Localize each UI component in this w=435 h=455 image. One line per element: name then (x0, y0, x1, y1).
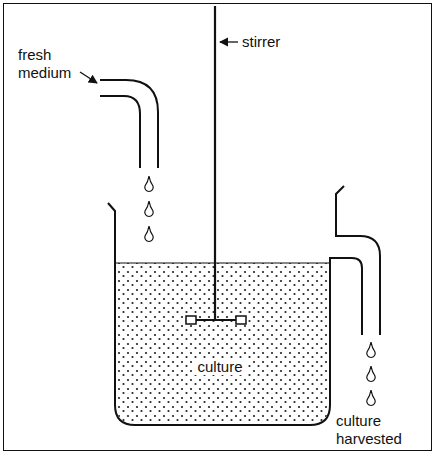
label: culture harvested (336, 412, 418, 448)
frame (4, 4, 432, 451)
label-text: culture (194, 358, 245, 375)
label-text: culture harvested (336, 412, 402, 447)
leader-arrow (80, 72, 97, 83)
label: stirrer (242, 33, 322, 51)
label: fresh medium (18, 46, 82, 82)
vessel (108, 186, 380, 425)
label: culture (175, 358, 265, 376)
label-text: fresh medium (18, 46, 71, 81)
label-text: stirrer (242, 33, 280, 50)
stirrer-symbol (186, 6, 246, 324)
drops (145, 176, 375, 405)
culture-liquid (116, 263, 329, 424)
liquid-surface (115, 262, 330, 263)
leader-arrow (220, 41, 238, 42)
inlet-tube (100, 80, 158, 168)
